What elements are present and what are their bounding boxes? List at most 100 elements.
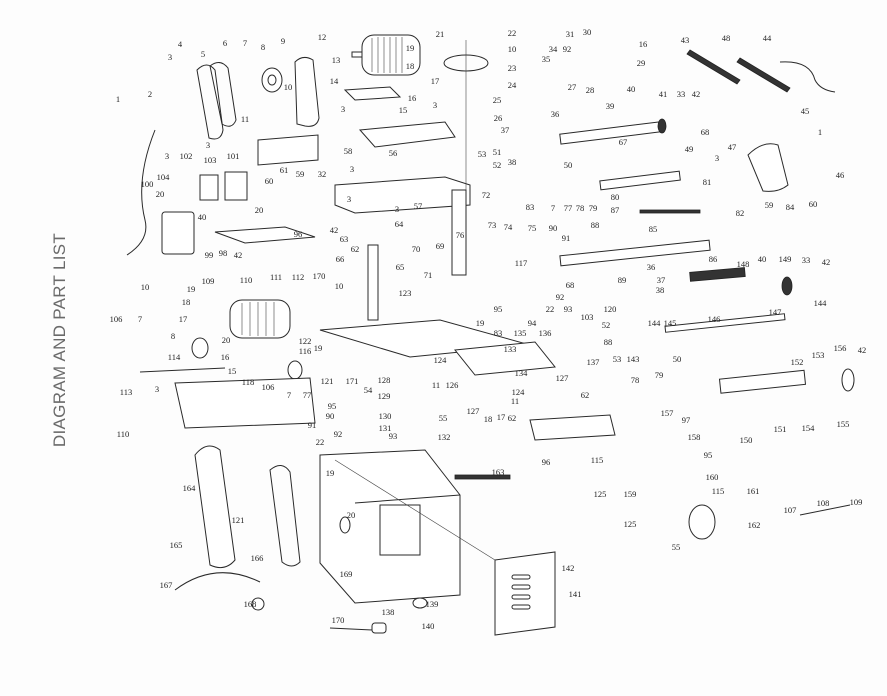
part-number-label: 141: [569, 589, 582, 599]
part-number-label: 3: [350, 164, 354, 174]
part-number-label: 7: [138, 314, 142, 324]
part-number-label: 163: [492, 467, 505, 477]
part-number-label: 3: [341, 104, 345, 114]
part-number-label: 8: [261, 42, 265, 52]
part-number-label: 42: [858, 345, 867, 355]
part-number-label: 92: [334, 429, 343, 439]
part-number-label: 88: [591, 220, 600, 230]
part-number-label: 115: [591, 455, 603, 465]
column-post-front: [367, 244, 379, 321]
part-number-label: 67: [619, 137, 628, 147]
part-number-label: 41: [659, 89, 668, 99]
part-number-label: 77: [564, 203, 573, 213]
part-number-label: 21: [436, 29, 445, 39]
part-number-label: 60: [809, 199, 818, 209]
part-number-label: 44: [763, 33, 772, 43]
motor-plate-110: [174, 377, 316, 429]
chain-2: [736, 57, 791, 93]
part-number-label: 140: [422, 621, 435, 631]
part-number-label: 113: [120, 387, 132, 397]
part-number-label: 63: [340, 234, 349, 244]
part-number-label: 33: [677, 89, 686, 99]
power-cord-top: [126, 129, 156, 256]
part-number-label: 144: [814, 298, 828, 308]
part-number-label: 142: [562, 563, 575, 573]
part-number-label: 118: [242, 377, 254, 387]
handwheel-lower: [688, 504, 716, 540]
part-number-label: 91: [308, 420, 317, 430]
part-number-label: 1: [116, 94, 120, 104]
part-number-label: 16: [221, 352, 230, 362]
part-number-label: 18: [484, 414, 493, 424]
part-number-label: 149: [779, 254, 792, 264]
part-number-label: 20: [156, 189, 165, 199]
part-number-label: 16: [408, 93, 417, 103]
part-number-label: 158: [688, 432, 701, 442]
part-number-label: 1: [818, 127, 822, 137]
part-number-label: 167: [160, 580, 173, 590]
part-number-label: 10: [141, 282, 150, 292]
belt-166: [269, 465, 301, 567]
part-number-label: 127: [467, 406, 480, 416]
part-number-label: 59: [296, 169, 305, 179]
part-number-label: 124: [512, 387, 526, 397]
part-number-label: 83: [526, 202, 535, 212]
part-number-label: 62: [581, 390, 590, 400]
base-cabinet: [319, 449, 461, 604]
part-number-label: 137: [587, 357, 600, 367]
gear-149: [781, 276, 793, 296]
part-number-label: 4: [178, 39, 183, 49]
part-number-label: 94: [528, 318, 537, 328]
part-number-label: 138: [382, 607, 395, 617]
part-number-label: 117: [515, 258, 527, 268]
part-number-label: 136: [539, 328, 552, 338]
part-number-label: 25: [493, 95, 502, 105]
part-number-label: 22: [508, 28, 517, 38]
part-number-label: 90: [326, 411, 335, 421]
part-number-label: 102: [180, 151, 193, 161]
part-number-label: 125: [624, 519, 637, 529]
part-number-label: 22: [546, 304, 555, 314]
motor-lower: [229, 299, 291, 339]
table-extension-133: [454, 341, 556, 376]
part-number-label: 92: [556, 292, 565, 302]
part-number-label: 32: [318, 169, 327, 179]
part-number-label: 66: [336, 254, 345, 264]
part-number-label: 88: [604, 337, 613, 347]
part-number-label: 29: [637, 58, 646, 68]
part-number-label: 49: [685, 144, 694, 154]
part-number-label: 115: [712, 486, 724, 496]
switch-plate: [199, 174, 219, 201]
part-number-label: 116: [299, 346, 311, 356]
part-number-label: 17: [497, 412, 506, 422]
part-number-label: 3: [168, 52, 172, 62]
part-number-label: 134: [515, 368, 529, 378]
part-number-label: 132: [438, 432, 451, 442]
part-number-label: 20: [347, 510, 356, 520]
part-number-label: 11: [241, 114, 249, 124]
part-number-label: 151: [774, 424, 787, 434]
part-number-label: 148: [737, 259, 750, 269]
part-number-label: 162: [748, 520, 761, 530]
part-number-label: 3: [206, 140, 210, 150]
part-number-label: 89: [618, 275, 627, 285]
part-number-label: 114: [168, 352, 181, 362]
part-number-label: 153: [812, 350, 825, 360]
part-number-label: 125: [594, 489, 607, 499]
part-number-label: 19: [406, 43, 415, 53]
part-number-label: 97: [682, 415, 691, 425]
part-number-label: 53: [478, 149, 487, 159]
part-number-label: 17: [431, 76, 440, 86]
part-number-label: 133: [504, 344, 517, 354]
column-post: [451, 189, 467, 276]
part-number-label: 139: [426, 599, 439, 609]
part-number-label: 50: [673, 354, 682, 364]
part-number-label: 69: [436, 241, 445, 251]
part-number-label: 79: [589, 203, 598, 213]
part-number-label: 79: [655, 370, 664, 380]
part-number-label: 7: [243, 38, 247, 48]
part-number-label: 76: [456, 230, 465, 240]
part-number-label: 103: [204, 155, 217, 165]
dust-hood: [257, 134, 319, 166]
